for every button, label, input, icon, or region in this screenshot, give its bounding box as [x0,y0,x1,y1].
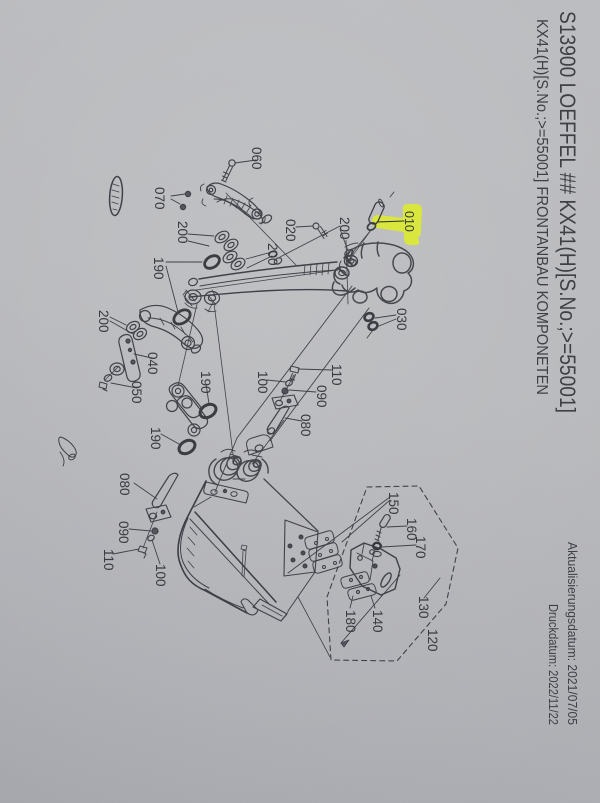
svg-text:030: 030 [394,308,409,331]
svg-text:200: 200 [175,221,190,244]
svg-text:S13900 LOEFFEL ## KX41(H)[S.No: S13900 LOEFFEL ## KX41(H)[S.No.;>=55001] [555,11,580,413]
svg-text:130: 130 [416,596,431,619]
svg-text:Aktualisierungsdatum: 2021/07/: Aktualisierungsdatum: 2021/07/05 [565,542,579,725]
svg-text:190: 190 [198,371,213,394]
svg-text:190: 190 [151,257,166,280]
svg-text:020: 020 [283,219,298,242]
svg-text:010: 010 [402,211,416,232]
svg-text:200: 200 [337,217,352,240]
svg-text:100: 100 [255,371,270,394]
svg-text:KX41(H)[S.No.;>=55001] FRONTAN: KX41(H)[S.No.;>=55001] FRONTANBAU KOMPON… [533,19,550,395]
svg-text:050: 050 [129,381,144,404]
svg-text:110: 110 [101,549,116,571]
svg-text:060: 060 [249,147,264,170]
svg-text:Druckdatum: 2022/11/22: Druckdatum: 2022/11/22 [546,604,560,725]
svg-text:090: 090 [314,385,329,408]
svg-text:070: 070 [152,187,167,210]
svg-text:090: 090 [116,521,131,544]
svg-text:150: 150 [386,492,401,515]
svg-text:170: 170 [413,536,428,559]
svg-text:160: 160 [404,518,419,541]
svg-text:200: 200 [96,310,111,333]
svg-text:080: 080 [298,414,313,437]
svg-text:200: 200 [265,243,280,266]
svg-text:080: 080 [117,473,132,496]
svg-text:110: 110 [329,364,344,386]
svg-text:040: 040 [145,352,160,375]
svg-text:180: 180 [343,610,358,633]
svg-text:190: 190 [148,427,163,450]
svg-text:140: 140 [370,610,385,633]
svg-text:120: 120 [425,629,440,652]
svg-text:100: 100 [153,564,168,587]
